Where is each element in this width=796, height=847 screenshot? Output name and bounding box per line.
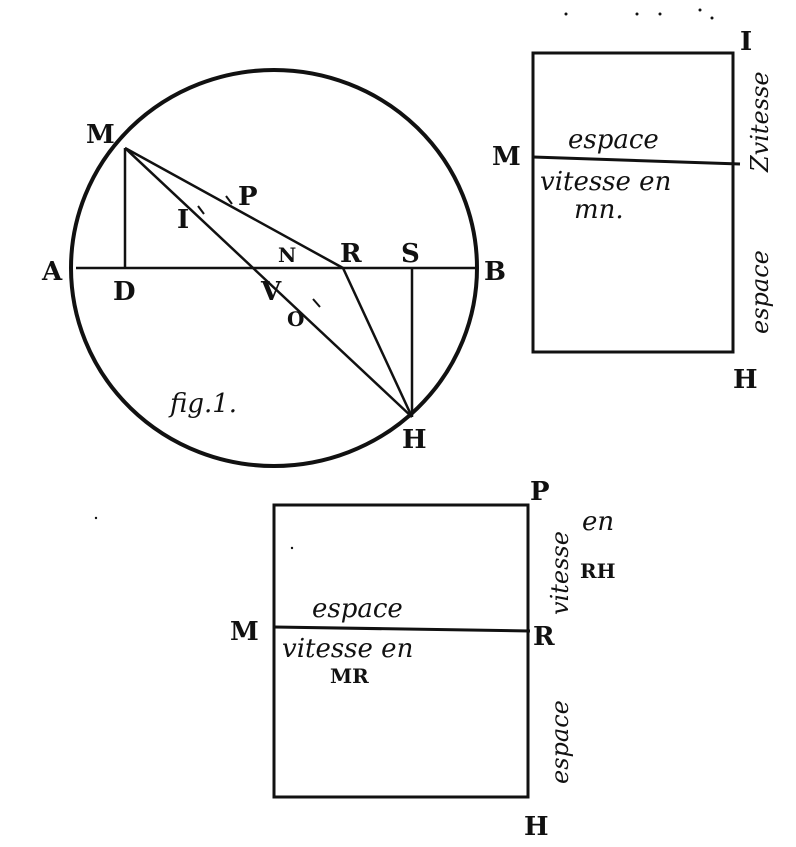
- segment-mr: [124, 146, 344, 270]
- figure-caption: fig.1.: [168, 389, 237, 419]
- chord-ticks: [197, 195, 321, 308]
- box-top-corner-h: H: [733, 365, 758, 395]
- box-bottom-label-m: M: [230, 617, 259, 647]
- point-label-b: B: [484, 257, 506, 287]
- point-label-d: D: [113, 277, 136, 307]
- point-label-r: R: [340, 239, 362, 269]
- point-label-v: V: [260, 277, 282, 307]
- point-label-h: H: [402, 425, 427, 455]
- box-bottom-side-rh: RH: [580, 559, 616, 583]
- point-label-s: S: [401, 239, 420, 269]
- box-top-lower-text-1: vitesse en: [540, 167, 671, 197]
- box-bottom-corner-h: H: [524, 812, 549, 842]
- box-top-side-bottom: espace: [746, 250, 774, 334]
- print-specks: [94, 8, 714, 550]
- box-top-lower-text-2: mn.: [574, 195, 624, 225]
- point-label-a: A: [41, 257, 63, 287]
- figure-1: M P I A D N V R S B O H fig.1.: [41, 68, 506, 468]
- box-bottom-upper-text: espace: [312, 594, 403, 624]
- box-top-label-m: M: [492, 142, 521, 172]
- segment-mh: [124, 147, 413, 418]
- box-bottom-side-bottom: espace: [546, 700, 574, 784]
- circle: [69, 68, 479, 468]
- box-top-divider: [532, 155, 741, 166]
- point-label-i: I: [177, 205, 189, 235]
- point-label-p: P: [238, 182, 258, 212]
- box-bottom-lower-text-2: MR: [330, 664, 369, 688]
- box-bottom-lower-text-1: vitesse en: [282, 634, 413, 664]
- box-bottom-corner-r: R: [533, 622, 555, 652]
- box-bottom-side-en: en: [582, 507, 614, 537]
- box-bottom-divider: [273, 625, 531, 633]
- segment-rh: [341, 267, 414, 418]
- box-bottom: M P R H espace vitesse en MR vitesse en …: [230, 477, 616, 842]
- box-bottom-side-top: vitesse: [546, 531, 574, 615]
- point-label-m: M: [86, 120, 115, 150]
- box-top-side-top: Zvitesse: [746, 71, 774, 173]
- box-top-upper-text: espace: [568, 125, 659, 155]
- point-label-o: O: [287, 307, 304, 331]
- box-bottom-frame: [272, 503, 530, 799]
- box-bottom-corner-p: P: [530, 477, 550, 507]
- box-top-corner-i: I: [740, 27, 752, 57]
- box-top: M I H espace vitesse en mn. Zvitesse esp…: [492, 27, 774, 395]
- point-label-n: N: [278, 243, 296, 267]
- box-top-frame: [531, 51, 735, 354]
